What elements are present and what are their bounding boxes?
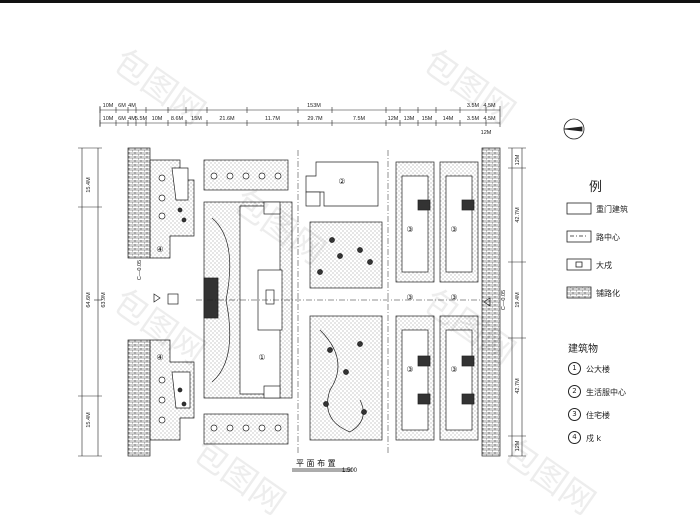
dim-row2-label-5: 8.6M — [171, 116, 184, 122]
dim-row2-label-10: 7.5M — [353, 116, 366, 122]
dim-row2-label-11: 12M — [388, 116, 399, 122]
dim-row2-label-2: 4M — [128, 116, 136, 122]
right-dim-2: 42.7M — [515, 207, 521, 223]
left-dim-1: 15.4M — [86, 177, 92, 193]
right-dim-1: 12M — [515, 154, 521, 165]
lower-garden — [309, 315, 383, 441]
dim-row2-label-4: 10M — [152, 116, 163, 122]
legend-label-building: 重门建筑 — [596, 205, 628, 214]
main-gate — [153, 293, 491, 307]
drawing-scale: 1:500 — [342, 468, 358, 474]
drawing-title: 平 面 布 置 — [296, 459, 336, 468]
planter-strips — [203, 159, 289, 445]
dim-row1-label-16: 4.5M — [483, 103, 496, 109]
buildings-title: 建筑物 — [568, 344, 598, 355]
zone-4-bottom: ④ — [156, 353, 163, 362]
dim-row2-label-1: 6M — [118, 116, 126, 122]
zone-1-label: ① — [258, 353, 265, 362]
dim-row1-label-1: 6M — [118, 103, 126, 109]
dim-row1-label-2: 4M — [128, 103, 136, 109]
dim-row1-label-15: 3.5M — [467, 103, 480, 109]
legend-title: 例 — [589, 180, 603, 195]
dim-row2-label-9: 29.7M — [307, 116, 323, 122]
dim-row2-label-0: 10M — [103, 116, 114, 122]
legend-label-paving: 铺路化 — [596, 289, 620, 298]
right-dim-3: 19.4M — [515, 292, 521, 308]
service-center — [305, 161, 379, 207]
boundary-walls — [127, 147, 501, 457]
guard-house-bottom — [149, 339, 195, 441]
left-dim-2: 64.6M — [86, 292, 92, 308]
dim-row2-label-16: 4.5M — [483, 116, 496, 122]
left-dimension-lines — [78, 147, 102, 457]
dim-row2-label-12: 13M — [404, 116, 415, 122]
north-arrow-icon — [563, 118, 585, 140]
zone-2-label: ② — [338, 177, 345, 186]
dim-row2-label-8: 11.7M — [265, 116, 280, 122]
dim-row2-label-15: 3.5M — [467, 116, 480, 122]
top-border-bar — [0, 0, 700, 3]
dim-row2-label-13: 15M — [422, 116, 433, 122]
building-num-1: 1 — [568, 362, 581, 375]
zone-3-label-a: ③ — [406, 225, 413, 234]
top-total-dim: 153M — [307, 103, 321, 109]
right-axis-label: C—0.05 — [501, 290, 507, 310]
guard-house-top — [149, 159, 195, 259]
left-dim-3: 63.9M — [101, 292, 107, 308]
legend-swatches — [566, 202, 592, 299]
legend-label-road: 路中心 — [596, 233, 620, 242]
residential-blocks — [395, 161, 479, 441]
dim-row2-label-3: 5.5M — [135, 116, 148, 122]
central-green — [309, 221, 383, 289]
legend-swatch-building — [566, 202, 592, 215]
dim-row2-label-7: 21.6M — [219, 116, 235, 122]
zone-3-label-f: ③ — [450, 293, 457, 302]
zone-3-label-b: ③ — [450, 225, 457, 234]
road-center-lines — [196, 150, 480, 454]
right-dimension-lines — [508, 147, 526, 457]
building-label-1: 公大楼 — [586, 365, 610, 374]
dim-row1-label-0: 10M — [103, 103, 114, 109]
right-edge-dim: 12M — [481, 130, 492, 136]
right-dim-5: 12M — [515, 440, 521, 451]
building-label-3: 住宅楼 — [586, 411, 610, 420]
zone-3-label-e: ③ — [406, 293, 413, 302]
building-label-4: 戍 k — [586, 434, 602, 443]
zone-3-label-c: ③ — [406, 365, 413, 374]
legend-label-gate: 大戌 — [596, 261, 612, 270]
right-dim-4: 42.7M — [515, 378, 521, 394]
left-dim-4: 15.4M — [86, 412, 92, 428]
building-num-2: 2 — [568, 385, 581, 398]
left-axis-label: C—0.05 — [137, 260, 143, 280]
caption-underline — [292, 468, 352, 472]
building-num-3: 3 — [568, 408, 581, 421]
building-label-2: 生活服中心 — [586, 388, 626, 397]
zone-4-top: ④ — [156, 245, 163, 254]
building-num-4: 4 — [568, 431, 581, 444]
dim-row2-label-6: 15M — [191, 116, 202, 122]
zone-3-label-d: ③ — [450, 365, 457, 374]
dim-row2-label-14: 14M — [443, 116, 454, 122]
